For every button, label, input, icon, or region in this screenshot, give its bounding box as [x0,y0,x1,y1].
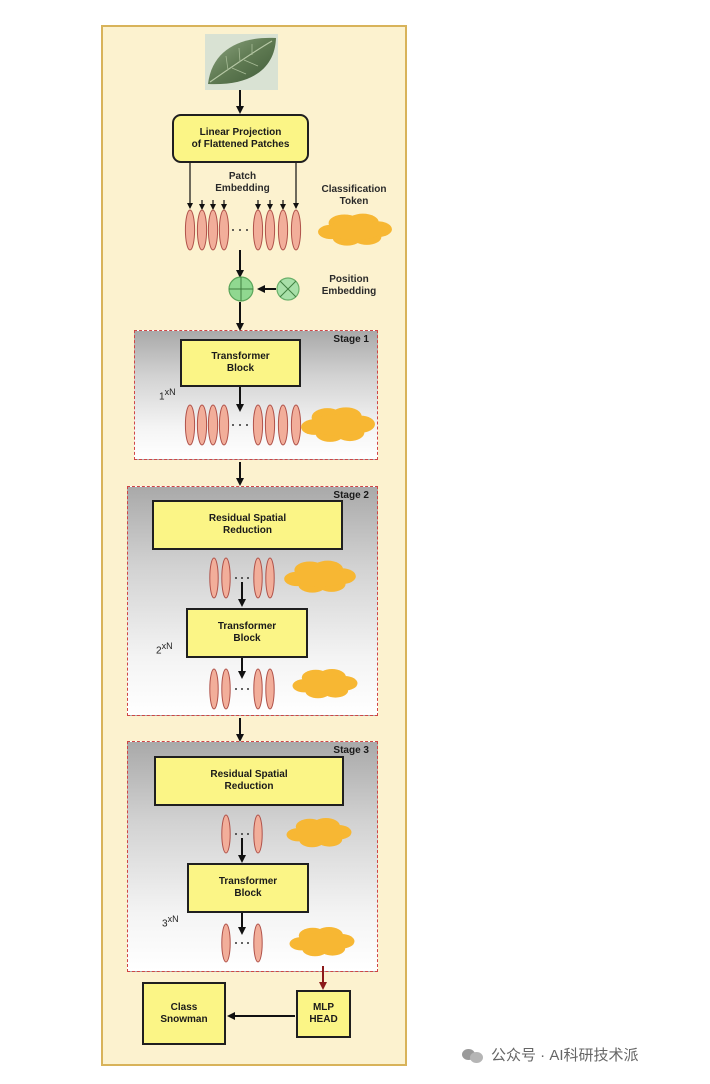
linear-projection-box: Linear Projection of Flattened Patches [172,114,309,163]
class-output-line1: Class [170,1001,198,1013]
stage-2-transformer-line1: Transformer [217,621,277,632]
patch-token [209,668,219,710]
stage-3-repeat-sup: xN [167,914,179,924]
patch-token [221,923,231,963]
stage-3-transformer-block: Transformer Block [187,863,309,913]
stage-2-label: Stage 2 [333,490,369,501]
patch-token [252,404,264,446]
linear-projection-line2: of Flattened Patches [191,138,290,150]
patch-embedding-line1: Patch [228,171,257,182]
watermark-text: 公众号 · AI科研技术派 [491,1047,639,1064]
patch-tokens [184,209,302,963]
stage-3-transformer-line2: Block [234,888,262,899]
wechat-icon [462,1047,484,1063]
patch-token [252,209,264,251]
stage-3-repeat-label: 3xN [162,914,179,929]
patch-token [207,209,219,251]
patch-embedding-label: Patch Embedding [205,171,280,195]
position-embedding-line1: Position [329,274,369,285]
stage-3-transformer-line1: Transformer [218,876,278,887]
stage-1-repeat-base: 1 [159,391,165,403]
patch-token [196,209,208,251]
multiply-circle-icon [276,277,300,301]
patch-token [290,404,302,446]
class-output-line2: Snowman [160,1013,208,1025]
classification-token-line1: Classification [321,184,387,195]
stage-2-rsr-line1: Residual Spatial [208,513,287,524]
class-output-box: Class Snowman [142,982,226,1045]
stage-1-repeat-label: 1xN [159,387,176,402]
classification-token-label: Classification Token [308,184,400,208]
stage-1-transformer-line2: Block [226,363,255,374]
patch-token [207,404,219,446]
stage-2-repeat-sup: xN [161,641,173,651]
watermark: 公众号 · AI科研技术派 [462,1044,639,1065]
mlp-head-line2: HEAD [309,1014,338,1025]
stage-2-transformer-block: Transformer Block [186,608,308,658]
patch-token [209,557,219,599]
patch-token [277,209,289,251]
stage-3-rsr-line2: Reduction [224,781,274,792]
patch-token [264,404,276,446]
patch-token [265,668,275,710]
class-token-cloud [289,927,355,957]
stage-1-label: Stage 1 [333,334,369,345]
patch-token [253,814,263,854]
position-embedding-line2: Embedding [321,286,377,297]
class-token-cloud [284,560,356,593]
patch-token [184,209,196,251]
patch-token [253,923,263,963]
patch-token [218,209,230,251]
stage-3-repeat-base: 3 [162,918,168,930]
class-token-cloud [286,818,352,848]
position-embedding-label: Position Embedding [310,274,388,298]
stage-2-repeat-base: 2 [156,645,162,657]
stage-3-label: Stage 3 [333,745,369,756]
stage-3-residual-reduction-box: Residual Spatial Reduction [154,756,344,806]
mlp-head-line1: MLP [312,1002,335,1013]
patch-token [265,557,275,599]
stage-2-rsr-line2: Reduction [223,525,272,536]
stage-1-repeat-sup: xN [164,387,176,397]
patch-token [196,404,208,446]
patch-token [221,668,231,710]
patch-token [264,209,276,251]
patch-token [221,557,231,599]
patch-token [253,557,263,599]
patch-token [221,814,231,854]
patch-token [184,404,196,446]
stage-2-residual-reduction-box: Residual Spatial Reduction [152,500,343,550]
linear-projection-line1: Linear Projection [199,126,282,138]
mlp-head-box: MLP HEAD [296,990,351,1038]
class-token-cloud [318,213,392,246]
stage-3-rsr-line1: Residual Spatial [210,769,288,780]
classification-token-line2: Token [339,196,369,207]
class-token-cloud [301,407,375,442]
patch-embedding-line2: Embedding [215,183,270,194]
patch-token [218,404,230,446]
stage-1-transformer-block: Transformer Block [180,339,301,387]
patch-token [290,209,302,251]
leaf-image [205,34,278,90]
stage-1-transformer-line1: Transformer [211,351,270,362]
class-tokens [284,213,392,957]
class-token-cloud [292,669,358,699]
stage-2-transformer-line2: Block [233,633,261,644]
token-gaps [232,229,249,944]
stage-2-repeat-label: 2xN [156,641,173,656]
patch-token [253,668,263,710]
add-circle-icon [228,276,254,302]
patch-token [277,404,289,446]
